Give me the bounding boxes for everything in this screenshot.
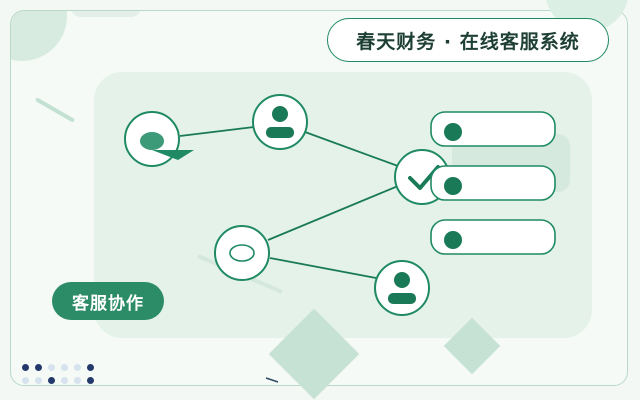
- list-item: [430, 165, 556, 201]
- chat-tail: [152, 150, 194, 160]
- decor-dot: [61, 364, 68, 371]
- chat-node: [124, 111, 194, 167]
- collaboration-badge: 客服协作: [52, 282, 164, 320]
- user-icon: [388, 272, 416, 304]
- ring-icon: [229, 244, 255, 262]
- connector-line: [179, 126, 255, 137]
- badge-label: 客服协作: [72, 293, 144, 314]
- bullet-icon: [444, 231, 462, 249]
- agent-node-top: [252, 94, 308, 150]
- decor-dot: [74, 377, 81, 384]
- decor-dot: [48, 364, 55, 371]
- decor-dot: [87, 377, 94, 384]
- decor-diamond: [443, 317, 501, 375]
- decor-dot: [35, 364, 42, 371]
- decor-dot: [61, 377, 68, 384]
- connector-line: [267, 185, 399, 241]
- bullet-icon: [444, 123, 462, 141]
- list-item: [430, 219, 556, 255]
- user-icon: [266, 106, 294, 138]
- decor-pill: [71, 11, 141, 17]
- decor-dot: [48, 377, 55, 384]
- bullet-icon: [444, 177, 462, 195]
- agent-node-bottom: [374, 260, 430, 316]
- connector-line: [269, 257, 377, 279]
- decor-line: [265, 377, 279, 383]
- chat-bubble-icon: [140, 132, 164, 150]
- decor-dot: [22, 377, 29, 384]
- decor-dot: [74, 364, 81, 371]
- decor-dot: [87, 364, 94, 371]
- ring-node: [214, 225, 270, 281]
- connector-line: [304, 131, 399, 167]
- page-title-text: 春天财务 · 在线客服系统: [356, 30, 580, 53]
- list-item: [430, 111, 556, 147]
- decor-dot: [22, 364, 29, 371]
- decor-diamond: [268, 308, 360, 400]
- page-title: 春天财务 · 在线客服系统: [327, 18, 609, 62]
- decor-dot: [35, 377, 42, 384]
